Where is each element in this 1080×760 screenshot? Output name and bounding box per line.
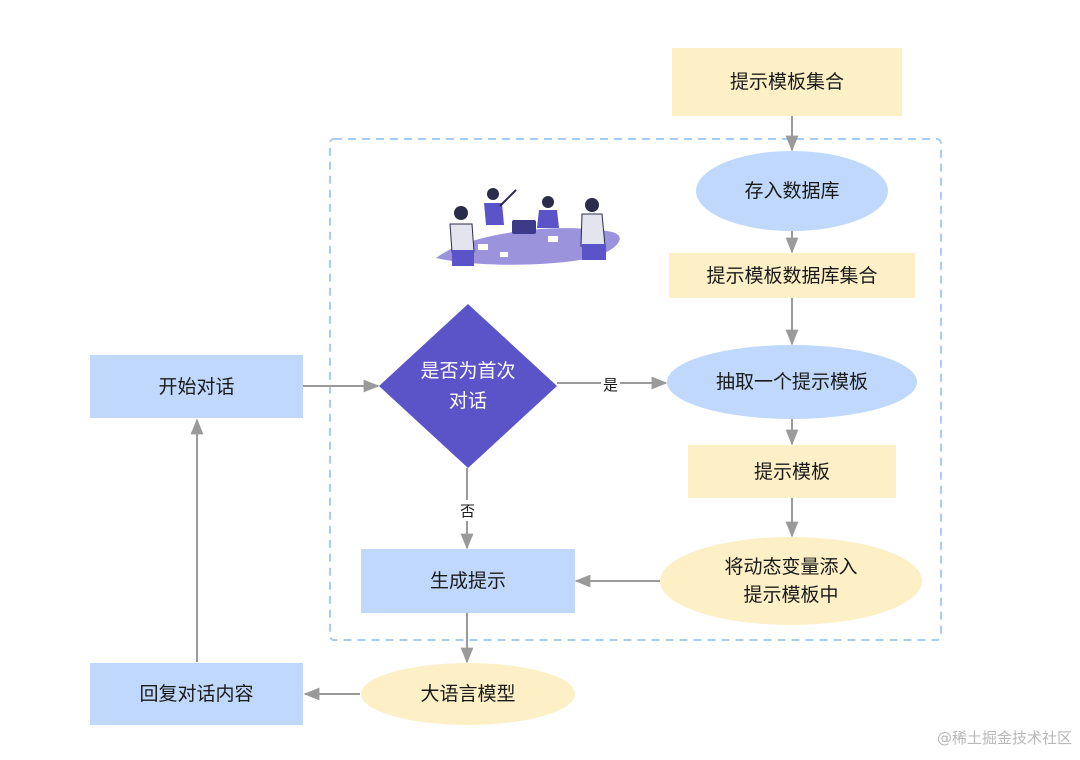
decision-label-line1: 是否为首次 — [420, 360, 516, 382]
add-vars-label-line2: 提示模板中 — [743, 584, 839, 606]
start-node: 开始对话 — [90, 355, 303, 418]
decision-diamond — [379, 304, 557, 468]
yes-edge-label: 是 — [601, 374, 621, 395]
reply-label: 回复对话内容 — [139, 683, 254, 705]
extract-template-label: 抽取一个提示模板 — [715, 371, 868, 393]
llm-label: 大语言模型 — [420, 683, 516, 705]
store-db-label: 存入数据库 — [744, 180, 840, 202]
generate-prompt-node: 生成提示 — [361, 549, 575, 613]
decision-label: 是否为首次 对话 — [388, 352, 548, 420]
add-vars-node: 将动态变量添入 提示模板中 — [660, 537, 922, 625]
extract-template-node: 抽取一个提示模板 — [667, 345, 917, 419]
template-db-set-label: 提示模板数据库集合 — [706, 264, 878, 287]
template-set-node: 提示模板集合 — [672, 48, 902, 116]
decision-label-line2: 对话 — [448, 390, 487, 412]
llm-node: 大语言模型 — [361, 663, 575, 725]
generate-prompt-label: 生成提示 — [429, 570, 506, 592]
template-set-label: 提示模板集合 — [729, 71, 844, 93]
reply-node: 回复对话内容 — [90, 663, 303, 725]
template-db-set-node: 提示模板数据库集合 — [669, 253, 915, 298]
watermark: @稀土掘金技术社区 — [936, 729, 1072, 747]
template-node: 提示模板 — [688, 445, 896, 498]
start-label: 开始对话 — [158, 375, 235, 398]
add-vars-label-line1: 将动态变量添入 — [724, 556, 858, 578]
store-db-node: 存入数据库 — [696, 151, 888, 231]
dashed-group-border — [329, 138, 942, 641]
team-illustration — [436, 188, 620, 266]
no-edge-label: 否 — [458, 500, 478, 521]
template-label: 提示模板 — [753, 460, 830, 483]
